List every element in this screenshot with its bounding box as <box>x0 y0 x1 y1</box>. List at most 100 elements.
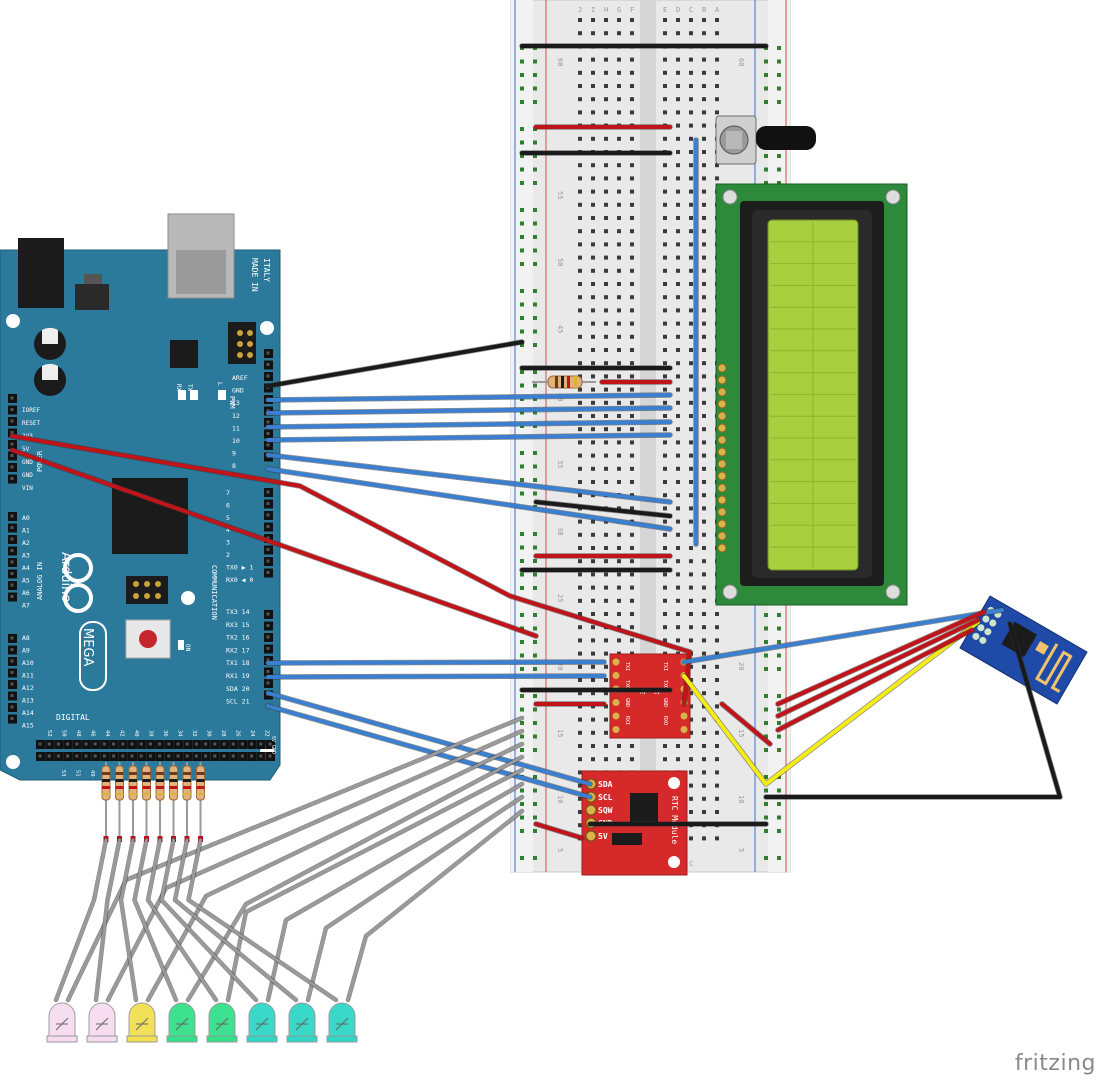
breadboard-hole <box>676 744 680 748</box>
breadboard-hole <box>630 598 634 603</box>
breadboard-hole <box>689 678 693 682</box>
level-shifter-label: TXI <box>624 662 630 671</box>
pin-label: A11 <box>22 672 34 680</box>
breadboard-hole <box>702 387 706 392</box>
level-shifter-label: GND <box>624 698 630 707</box>
breadboard-hole <box>604 704 608 709</box>
pin-label: A8 <box>22 634 30 642</box>
jumper-wire <box>534 822 584 840</box>
breadboard-hole <box>715 796 719 801</box>
icsp-pin <box>237 341 243 347</box>
breadboard-hole <box>617 136 621 141</box>
power-rail-hole <box>764 694 768 698</box>
digital-pin-number: 52 <box>46 730 52 737</box>
breadboard-hole <box>715 57 719 62</box>
pin-label: A3 <box>22 552 30 560</box>
header-pin-hole <box>148 754 152 758</box>
power-rail-hole <box>520 464 524 469</box>
breadboard-hole <box>715 84 719 88</box>
column-letter: D <box>676 6 680 14</box>
pin-label: RX3 15 <box>226 621 250 629</box>
breadboard-hole <box>676 70 680 75</box>
breadboard-hole <box>663 625 667 630</box>
breadboard-hole <box>676 176 680 181</box>
breadboard-hole <box>591 678 595 682</box>
header-pin-hole <box>121 754 125 758</box>
level-shifter-pin <box>612 699 620 706</box>
breadboard-hole <box>663 519 667 524</box>
breadboard-hole <box>689 757 693 762</box>
breadboard-hole <box>689 70 693 75</box>
header-pin-hole <box>266 681 270 685</box>
breadboard-hole <box>630 572 634 577</box>
header-pin-hole <box>266 647 270 650</box>
header-pin-hole <box>66 742 70 746</box>
power-rail-hole <box>777 734 781 739</box>
breadboard-hole <box>702 559 706 564</box>
breadboard-hole <box>604 612 608 616</box>
power-rail-hole <box>533 586 537 590</box>
power-rail-hole <box>533 329 537 334</box>
pin-label: RX0 ◀ 0 <box>226 576 253 584</box>
breadboard-hole <box>663 440 667 445</box>
breadboard-hole <box>578 466 582 471</box>
breadboard-hole <box>702 189 706 194</box>
level-shifter-pin <box>680 712 688 720</box>
power-rail-hole <box>533 289 537 293</box>
breadboard-hole <box>578 31 582 36</box>
breadboard-hole <box>578 585 582 590</box>
pin-label: A1 <box>22 527 30 535</box>
header-pin-hole <box>222 754 226 758</box>
breadboard-hole <box>663 546 667 550</box>
header-pin-hole <box>268 754 272 758</box>
breadboard-hole <box>663 176 667 181</box>
power-rail-hole <box>520 329 524 334</box>
led <box>288 1002 316 1041</box>
breadboard-hole <box>604 664 608 669</box>
breadboard-hole <box>702 150 706 154</box>
level-shifter-pin <box>680 726 688 733</box>
digital-pin-number: 49 <box>89 770 95 777</box>
digital-pin-number: 38 <box>148 730 154 737</box>
breadboard-hole <box>617 572 621 577</box>
breadboard-hole <box>630 57 634 62</box>
breadboard-hole <box>702 598 706 603</box>
power-rail-hole <box>520 572 524 577</box>
power-rail-hole <box>777 86 781 91</box>
breadboard-hole <box>578 440 582 445</box>
header-pin-hole <box>266 443 270 447</box>
power-rail-hole <box>520 788 524 793</box>
breadboard-hole <box>578 229 582 234</box>
header-pin-hole <box>130 754 134 758</box>
i2c-wire <box>266 691 592 786</box>
led <box>208 1002 236 1041</box>
header-pin-hole <box>222 742 226 746</box>
power-rail-hole <box>520 748 524 752</box>
power-rail-hole <box>777 100 781 104</box>
breadboard-hole <box>630 506 634 511</box>
power-rail-hole <box>520 829 524 833</box>
breadboard-hole <box>702 97 706 102</box>
breadboard-hole <box>604 321 608 326</box>
breadboard-hole <box>689 110 693 115</box>
power-rail-hole <box>764 815 768 820</box>
resistor-band <box>115 779 124 782</box>
lcd-data-wire <box>266 393 672 402</box>
breadboard-hole <box>702 308 706 313</box>
pin-label: 9 <box>232 450 236 458</box>
header-pin-hole <box>10 454 14 457</box>
breadboard-hole <box>715 836 719 841</box>
breadboard-hole <box>578 572 582 577</box>
pin-label: A0 <box>22 514 30 522</box>
breadboard-hole <box>663 532 667 537</box>
breadboard-hole <box>702 110 706 115</box>
breadboard-hole <box>663 374 667 379</box>
breadboard-hole <box>604 308 608 313</box>
icsp-pin <box>247 341 253 347</box>
lcd-pin <box>717 399 727 409</box>
resistor-band <box>129 786 137 789</box>
breadboard-hole <box>676 321 680 326</box>
lcd-data-wire <box>266 433 672 442</box>
l-label: L <box>216 382 223 386</box>
breadboard-hole <box>578 651 582 656</box>
